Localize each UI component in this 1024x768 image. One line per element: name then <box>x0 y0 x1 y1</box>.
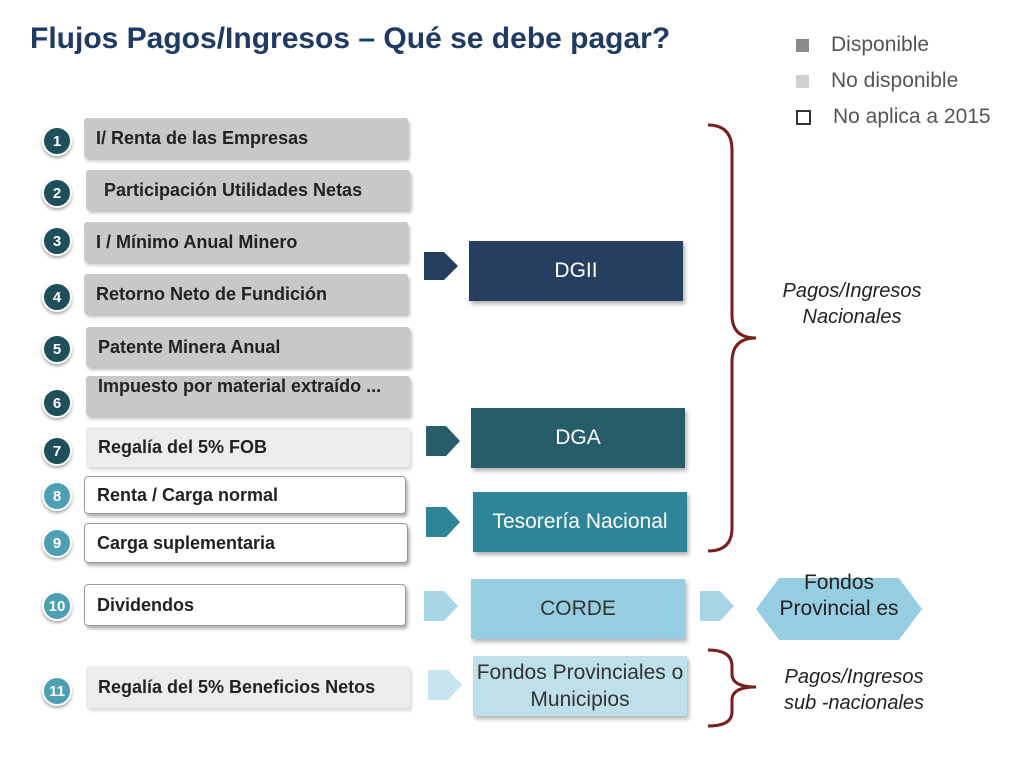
agency-tesoreria-nacional: Tesorería Nacional <box>473 492 687 552</box>
arrow-to-corde-icon <box>424 591 458 621</box>
agency-dgii: DGII <box>469 241 683 301</box>
fondos-provinciales-hexagon <box>756 578 922 640</box>
arrow-to-dgii-icon <box>424 252 458 280</box>
item-number-badge: 6 <box>42 388 72 418</box>
legend-item-disponible: Disponible <box>792 33 929 57</box>
item-number-badge: 9 <box>42 528 72 558</box>
item-number-badge: 7 <box>42 436 72 466</box>
item-participacion-utilidades: Participación Utilidades Netas <box>86 170 410 210</box>
item-number-badge: 5 <box>42 334 72 364</box>
item-number-badge: 8 <box>42 481 72 511</box>
item-number-badge: 1 <box>42 126 72 156</box>
swatch-no-aplica-icon <box>796 109 811 125</box>
legend-item-no-aplica: No aplica a 2015 <box>792 105 991 129</box>
legend-label: Disponible <box>831 33 930 56</box>
item-impuesto-material: Impuesto por material extraído ... <box>86 376 410 416</box>
agency-fondos-municipios: Fondos Provinciales o Municipios <box>473 656 687 716</box>
item-renta-carga-normal: Renta / Carga normal <box>84 476 406 514</box>
item-renta-empresas: I/ Renta de las Empresas <box>84 118 408 158</box>
legend-item-no-disponible: No disponible <box>792 69 958 93</box>
item-minimo-anual-minero: I / Mínimo Anual Minero <box>84 222 408 262</box>
arrow-to-dga-icon <box>426 426 460 456</box>
page-title: Flujos Pagos/Ingresos – Qué se debe paga… <box>30 22 671 55</box>
caption-nacionales: Pagos/Ingresos Nacionales <box>782 280 922 328</box>
legend-label: No aplica a 2015 <box>833 105 991 128</box>
swatch-no-disponible-icon <box>796 74 809 88</box>
bracket-subnacionales-icon <box>707 648 757 728</box>
item-dividendos: Dividendos <box>84 584 406 626</box>
item-regalia-fob: Regalía del 5% FOB <box>86 427 410 467</box>
item-number-badge: 4 <box>42 282 72 312</box>
arrow-to-tesoreria-icon <box>426 507 460 537</box>
arrow-corde-to-fondos-icon <box>700 591 734 621</box>
item-number-badge: 11 <box>42 676 72 706</box>
caption-subnacionales: Pagos/Ingresos sub -nacionales <box>783 666 925 714</box>
agency-corde: CORDE <box>471 579 685 639</box>
arrow-to-municipios-icon <box>428 670 462 700</box>
fondos-provinciales-label: Fondos Provincial es <box>779 571 899 620</box>
bracket-nacionales-icon <box>707 123 757 553</box>
item-number-badge: 10 <box>42 591 72 621</box>
agency-dga: DGA <box>471 408 685 468</box>
item-patente-minera: Patente Minera Anual <box>86 327 410 367</box>
item-number-badge: 2 <box>42 178 72 208</box>
swatch-disponible-icon <box>796 38 809 52</box>
item-carga-suplementaria: Carga suplementaria <box>84 523 408 563</box>
item-regalia-beneficios: Regalía del 5% Beneficios Netos <box>86 666 410 708</box>
legend-label: No disponible <box>831 69 959 92</box>
item-number-badge: 3 <box>42 226 72 256</box>
item-retorno-fundicion: Retorno Neto de Fundición <box>84 274 408 314</box>
